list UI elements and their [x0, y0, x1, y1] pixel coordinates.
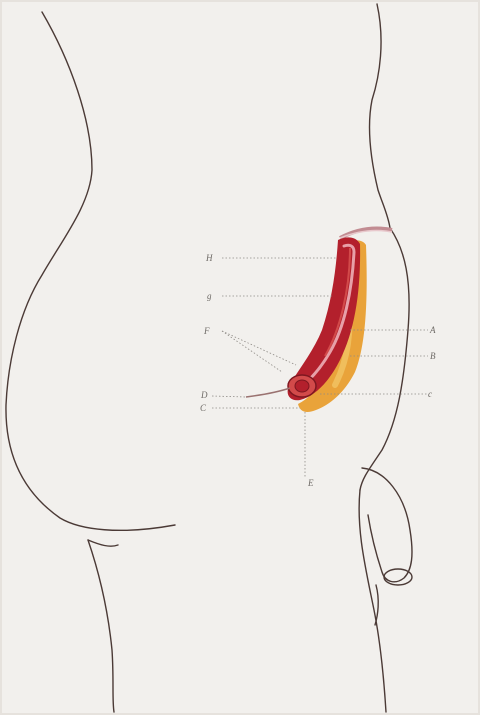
- label-b: B: [430, 351, 436, 361]
- testis-inner: [295, 380, 309, 392]
- label-h: H: [205, 253, 213, 263]
- label-c-right: c: [428, 389, 432, 399]
- label-a: A: [429, 325, 436, 335]
- label-f: F: [203, 326, 210, 336]
- label-d: D: [200, 390, 208, 400]
- label-c-left: C: [200, 403, 207, 413]
- label-g: g: [207, 291, 212, 301]
- label-e: E: [307, 478, 314, 488]
